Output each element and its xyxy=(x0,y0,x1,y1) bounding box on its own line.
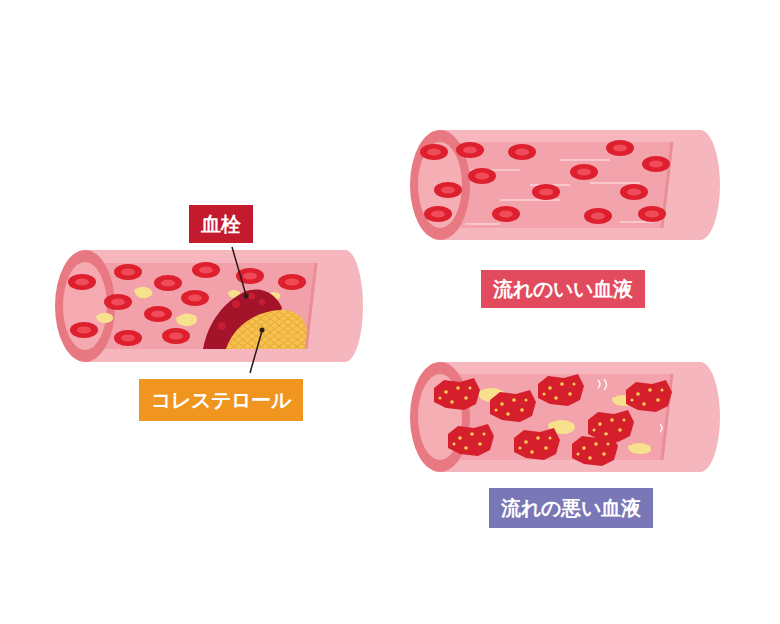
label-text: コレステロール xyxy=(151,379,291,421)
label-text: 流れのいい血液 xyxy=(493,270,633,308)
good-flow-label: 流れのいい血液 xyxy=(481,270,645,308)
bad-flow-label: 流れの悪い血液 xyxy=(489,488,653,528)
cholesterol-label: コレステロール xyxy=(139,379,303,421)
healthy-vessel xyxy=(410,130,720,240)
sticky-vessel xyxy=(410,362,720,472)
label-text: 流れの悪い血液 xyxy=(501,488,641,528)
clot-label: 血栓 xyxy=(189,205,253,243)
label-text: 血栓 xyxy=(201,205,241,243)
clotted-vessel xyxy=(55,247,363,373)
